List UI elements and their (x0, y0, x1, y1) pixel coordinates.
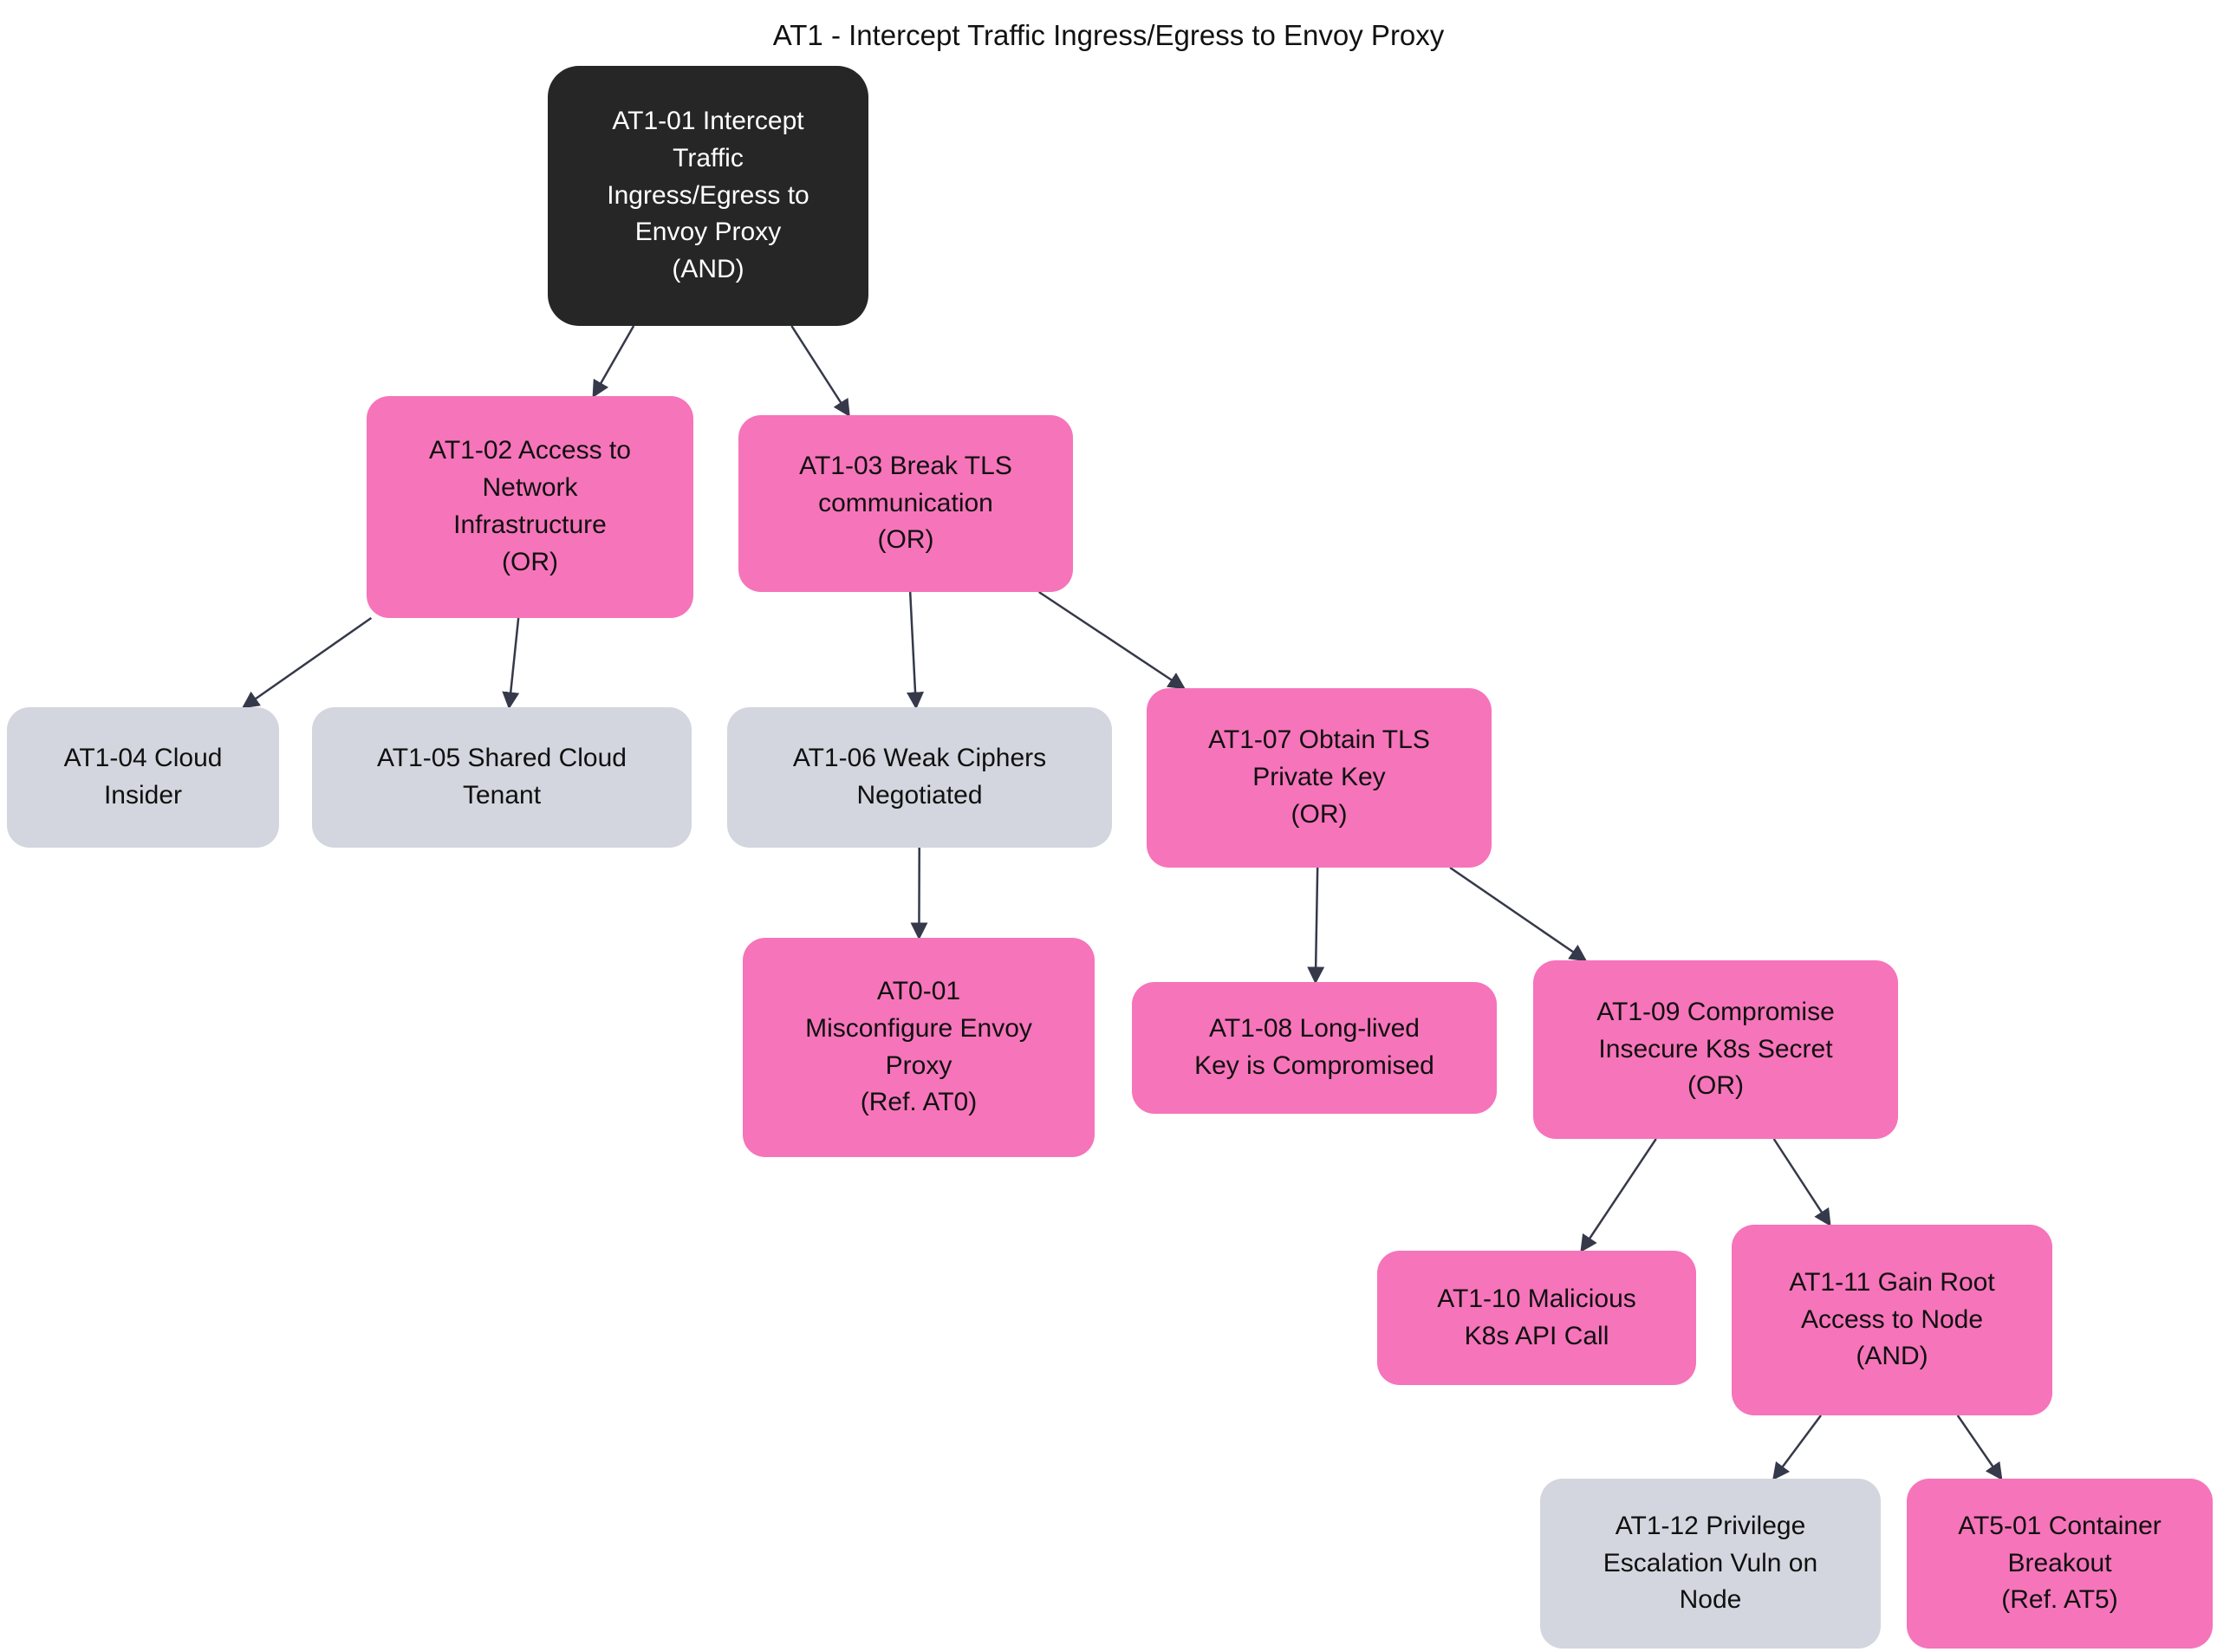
edge-AT1-09-AT1-10 (1580, 1138, 1657, 1253)
edge-AT1-03-AT1-06 (907, 591, 925, 710)
node-AT1-09: AT1-09 Compromise Insecure K8s Secret (O… (1533, 960, 1898, 1139)
node-AT1-07: AT1-07 Obtain TLS Private Key (OR) (1147, 688, 1492, 868)
node-AT1-06: AT1-06 Weak Ciphers Negotiated (727, 707, 1112, 848)
node-AT1-03: AT1-03 Break TLS communication (OR) (738, 415, 1073, 592)
edge-AT1-11-AT5-01 (1956, 1415, 2003, 1481)
node-AT1-10: AT1-10 Malicious K8s API Call (1377, 1251, 1696, 1385)
edge-AT1-01-AT1-03 (790, 325, 850, 418)
edge-AT1-03-AT1-07 (1038, 590, 1187, 690)
edge-AT1-09-AT1-11 (1772, 1138, 1831, 1227)
edge-AT1-01-AT1-02 (592, 325, 635, 399)
node-AT1-05: AT1-05 Shared Cloud Tenant (312, 707, 692, 848)
edge-AT1-11-AT1-12 (1772, 1415, 1822, 1481)
edge-AT1-07-AT1-09 (1449, 866, 1588, 962)
edge-AT1-07-AT1-08 (1307, 867, 1325, 985)
node-AT1-04: AT1-04 Cloud Insider (7, 707, 279, 848)
node-AT1-01: AT1-01 Intercept Traffic Ingress/Egress … (548, 66, 868, 326)
edge-AT1-02-AT1-04 (241, 616, 373, 709)
node-AT1-11: AT1-11 Gain Root Access to Node (AND) (1732, 1225, 2052, 1415)
node-AT1-02: AT1-02 Access to Network Infrastructure … (367, 396, 693, 618)
diagram-title: AT1 - Intercept Traffic Ingress/Egress t… (772, 19, 1445, 51)
node-AT1-08: AT1-08 Long-lived Key is Compromised (1132, 982, 1497, 1114)
node-AT5-01: AT5-01 Container Breakout (Ref. AT5) (1907, 1479, 2213, 1649)
node-AT1-12: AT1-12 Privilege Escalation Vuln on Node (1540, 1479, 1881, 1649)
edge-AT1-02-AT1-05 (502, 617, 520, 710)
node-AT0-01: AT0-01 Misconfigure Envoy Proxy (Ref. AT… (743, 938, 1095, 1157)
